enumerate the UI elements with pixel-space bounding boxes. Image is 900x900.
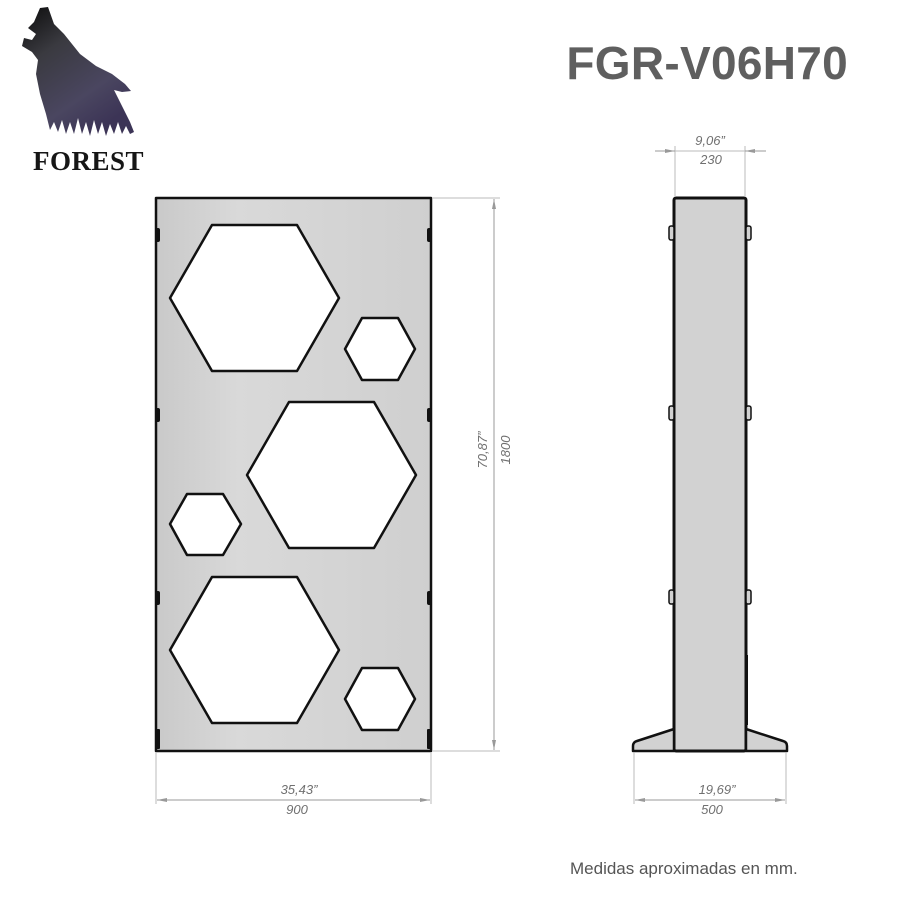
front-panel: [154, 196, 433, 753]
side-post: [672, 196, 748, 753]
front-view: 70,87” 1800 35,43” 900: [154, 196, 513, 817]
measurement-footnote: Medidas aproximadas en mm.: [570, 859, 798, 878]
height-dimension-inches: 70,87”: [475, 431, 490, 469]
height-dimension-mm: 1800: [498, 435, 513, 465]
base-dimension-mm: 500: [701, 802, 723, 817]
side-view: 9,06” 230 19,69” 500: [631, 133, 789, 817]
brand-name: FOREST: [33, 146, 145, 176]
hinge: [668, 405, 675, 421]
base-foot: [744, 727, 789, 753]
hinge: [427, 729, 432, 749]
base-foot: [631, 727, 676, 753]
depth-dimension-inches: 9,06”: [695, 133, 725, 148]
hinge: [668, 225, 675, 241]
hinge: [155, 591, 160, 605]
hinge: [427, 228, 432, 242]
hinge: [745, 225, 752, 241]
howling-wolf-forest-icon: [22, 7, 134, 136]
hinge: [745, 405, 752, 421]
hinge: [745, 589, 752, 605]
depth-dimension-mm: 230: [699, 152, 722, 167]
hinge: [155, 228, 160, 242]
hinge: [427, 408, 432, 422]
width-dimension-mm: 900: [286, 802, 308, 817]
width-dimension-inches: 35,43”: [281, 782, 319, 797]
brand-logo: [18, 4, 143, 184]
base-dimension-inches: 19,69”: [699, 782, 737, 797]
hinge: [668, 589, 675, 605]
product-code-title: FGR-V06H70: [566, 37, 848, 89]
hinge: [155, 408, 160, 422]
hinge: [427, 591, 432, 605]
hinge: [155, 729, 160, 749]
